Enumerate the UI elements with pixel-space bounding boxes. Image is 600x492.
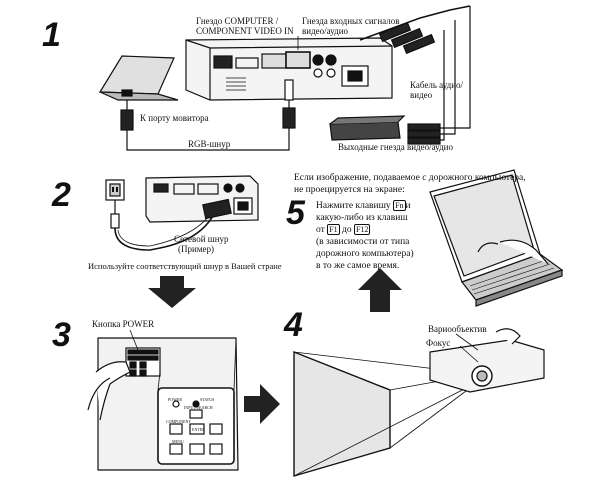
step5-text-line2: какую-либо из клавиш bbox=[316, 213, 408, 223]
arrow-up-4-to-5 bbox=[358, 268, 402, 312]
arrow-right-3-to-4 bbox=[244, 384, 280, 424]
projector-front bbox=[429, 328, 545, 393]
step5-text-line4: (в зависимости от типа bbox=[316, 237, 410, 247]
step-number-2: 2 bbox=[52, 176, 71, 214]
step5-text-line3a: от bbox=[316, 225, 325, 235]
panel-status-label: STATUS bbox=[200, 397, 215, 402]
laptop-computer bbox=[98, 55, 179, 101]
step-number-4: 4 bbox=[284, 306, 303, 344]
step5-text-line3: от F1 до F12 bbox=[316, 224, 371, 236]
fn-key: Fn bbox=[393, 200, 406, 211]
power-cord bbox=[114, 198, 232, 251]
zoom-lens-label: Вариообъектив bbox=[428, 324, 487, 334]
step5-intro-line2: не проецируется на экране: bbox=[294, 185, 405, 195]
panel-menu-label: MENU bbox=[172, 439, 184, 444]
country-note: Используйте соответствующий шнур в Вашей… bbox=[88, 261, 282, 271]
control-panel-zoom bbox=[157, 337, 237, 465]
rgb-cable bbox=[120, 36, 299, 151]
focus-label: Фокус bbox=[426, 338, 451, 348]
power-cord-label-line2: (Пример) bbox=[178, 244, 214, 254]
panel-enter-label: ENTER bbox=[192, 427, 205, 432]
projector-rear-panel bbox=[185, 37, 393, 101]
step-number-5: 5 bbox=[286, 194, 305, 232]
step5-text-line6: в то же самое время. bbox=[316, 261, 400, 271]
panel-input-label: INPUT/SEARCH bbox=[184, 405, 213, 410]
panel-power-label: POWER bbox=[168, 397, 182, 402]
rgb-cord-label: RGB-шнур bbox=[188, 139, 231, 149]
laptop-keyboard-illustration bbox=[429, 169, 564, 307]
step5-text-line1b: и bbox=[405, 201, 411, 211]
wall-outlet bbox=[105, 179, 125, 229]
f1-key: F1 bbox=[327, 224, 340, 235]
av-out-label: Выходные гнезда видео/аудио bbox=[338, 142, 453, 152]
computer-jack-label-line2: COMPONENT VIDEO IN bbox=[196, 26, 294, 36]
input-jacks-label-line1: Гнезда входных сигналов bbox=[302, 16, 400, 26]
projector-rear-panel-power bbox=[145, 175, 259, 223]
power-cord-label-line1: Сетевой шнур bbox=[174, 234, 229, 244]
panel-component-label: COMPONENT bbox=[166, 419, 191, 424]
step5-text-line5: дорожного компьютера) bbox=[316, 249, 414, 259]
input-jacks-label-line2: видео/аудио bbox=[302, 26, 349, 36]
computer-jack-label-line1: Гнездо COMPUTER / bbox=[196, 16, 279, 26]
arrow-down-2-to-3 bbox=[148, 276, 196, 308]
monitor-port-label: К порту мовитора bbox=[140, 113, 209, 123]
step5-text-line3b: до bbox=[341, 225, 352, 235]
step5-intro-line1: Если изображение, подаваемое с дорожного… bbox=[294, 173, 526, 183]
video-source-device bbox=[329, 115, 406, 141]
power-button-label: Кнопка POWER bbox=[92, 319, 155, 329]
f12-key: F12 bbox=[353, 224, 371, 235]
step-number-1: 1 bbox=[42, 16, 61, 54]
av-cable bbox=[359, 5, 471, 145]
av-cable-label-line2: видео bbox=[410, 90, 433, 100]
step-number-3: 3 bbox=[52, 316, 71, 354]
step5-text-line1a: Нажмите клавишу bbox=[316, 201, 391, 211]
av-cable-label-line1: Кабель аудио/ bbox=[410, 80, 464, 90]
